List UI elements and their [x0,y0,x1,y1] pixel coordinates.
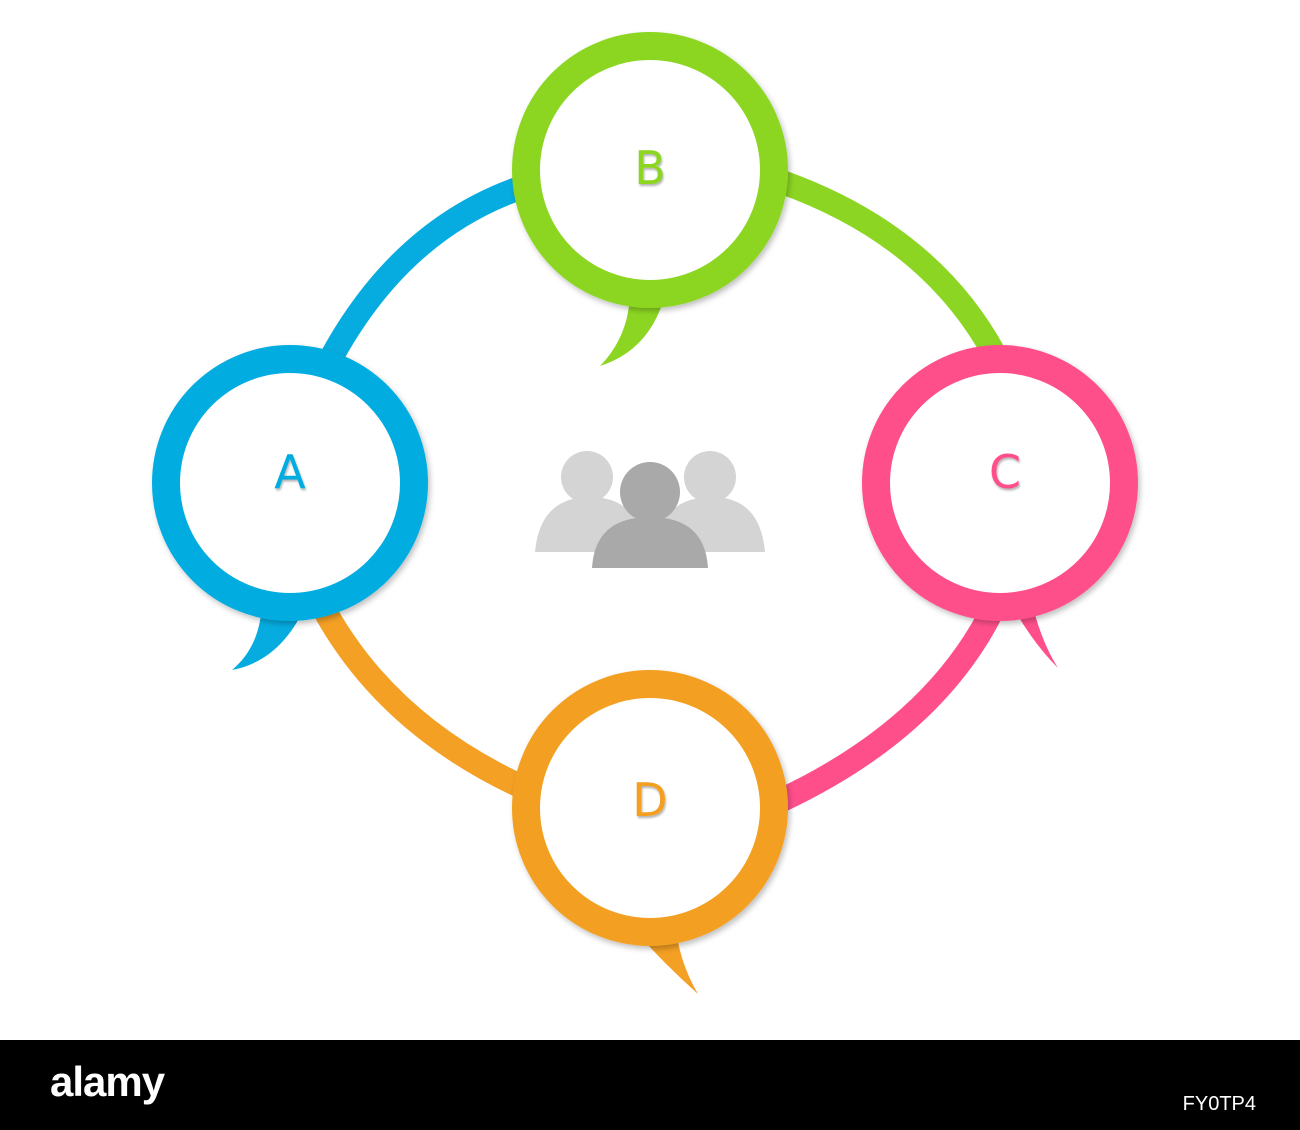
node-c: C [862,345,1138,668]
connector-a-b [319,176,524,366]
node-a-label: A [274,445,306,499]
group-of-people-icon [535,451,765,568]
node-a-ring [152,345,428,621]
node-d-ring [512,670,788,946]
connector-c-d [776,609,1001,811]
node-b-label: B [634,141,666,195]
node-c-label: C [989,445,1021,499]
connector-b-c [777,170,1006,361]
node-b-tail [600,290,665,366]
node-b: B [512,32,788,366]
cycle-diagram: A B C D [152,32,1138,994]
node-b-ring [512,32,788,308]
node-d-label: D [632,773,667,827]
node-c-ring [862,345,1138,621]
node-d: D [512,670,788,994]
footer-logo: alamy [50,1058,165,1105]
footer-image-id: FY0TP4 [1182,1093,1256,1115]
node-a: A [152,345,428,670]
connector-d-a [307,592,524,796]
footer-bar: alamy FY0TP4 [0,1040,1300,1130]
